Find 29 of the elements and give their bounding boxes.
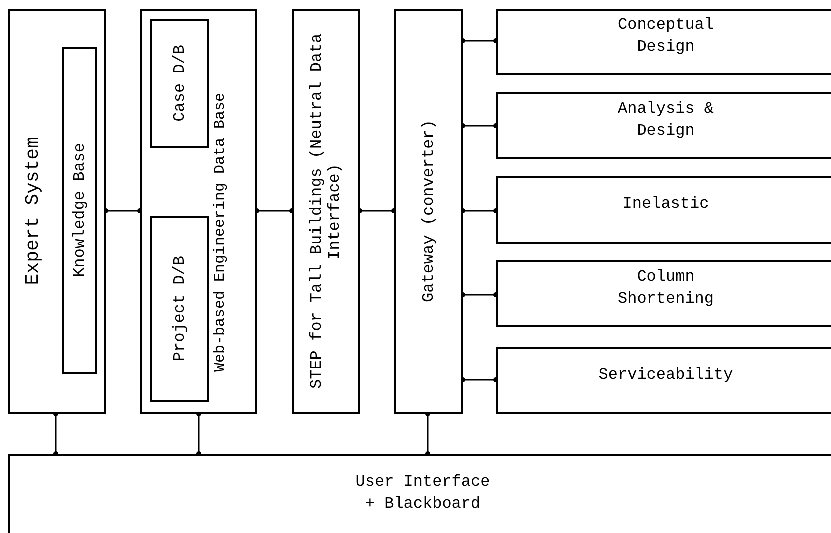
process-box [496, 347, 831, 414]
process-box [62, 47, 97, 374]
process-box [150, 19, 209, 148]
box-label: Web-based Engineering Data Base [212, 92, 230, 372]
box-label: Conceptual Design [616, 15, 715, 58]
box-label: Inelastic [622, 194, 710, 215]
connector-line [196, 412, 202, 456]
box-label: Column Shortening [616, 266, 715, 310]
process-box [496, 176, 831, 244]
box-label: Case D/B [170, 45, 188, 122]
process-box [496, 260, 831, 327]
process-box [140, 9, 257, 414]
box-label: Project D/B [170, 256, 188, 362]
box-label: User Interface + Blackboard [354, 472, 492, 515]
process-box [150, 216, 209, 402]
process-box [496, 9, 831, 75]
process-box [8, 454, 831, 533]
box-label: Analysis & Design [616, 98, 715, 142]
process-box [8, 9, 106, 414]
box-label: Knowledge Base [70, 143, 88, 278]
process-box [292, 9, 360, 414]
process-box [496, 92, 831, 159]
process-box [394, 9, 463, 414]
box-label: Gateway (converter) [420, 120, 438, 303]
box-label: STEP for Tall Buildings (Neutral Data Interface) [308, 32, 344, 392]
box-label: Expert System [24, 137, 42, 286]
connector-line [426, 412, 430, 456]
connector-line [54, 412, 58, 456]
box-label: Serviceability [598, 364, 734, 386]
